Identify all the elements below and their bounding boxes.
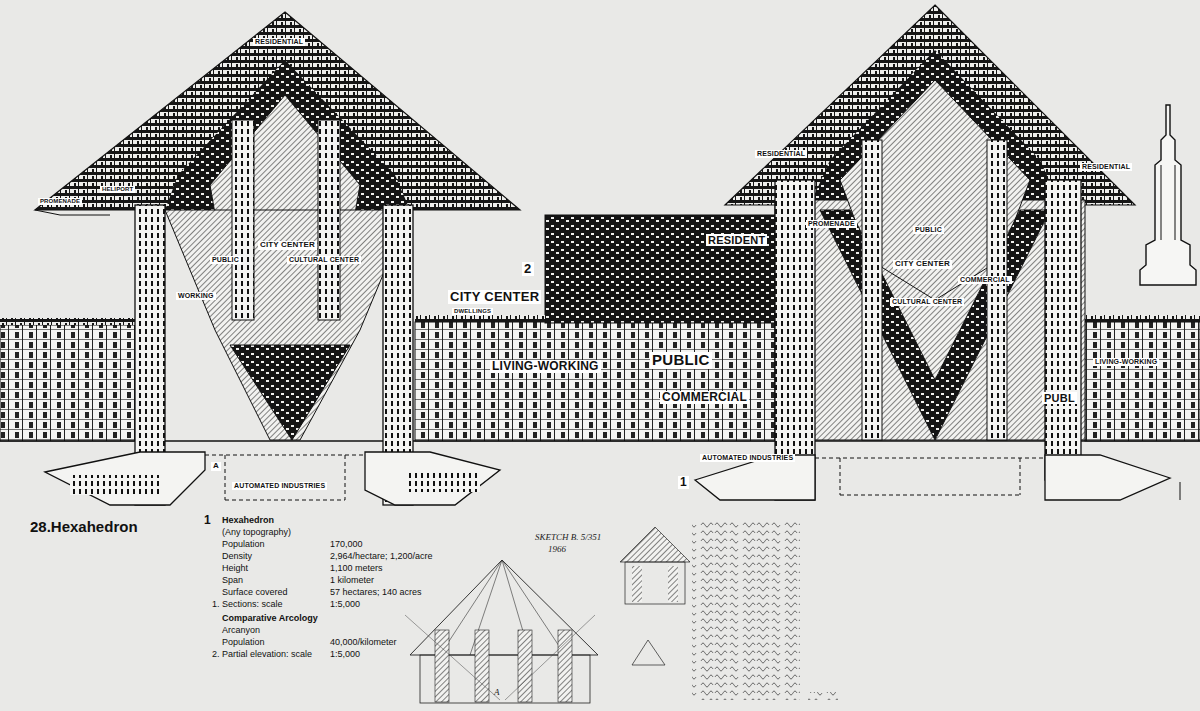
- drawing-label: RESIDENT: [706, 234, 767, 246]
- drawing-label: HELIPORT: [100, 186, 135, 193]
- sketch-small: [632, 566, 642, 602]
- drawing-label: RESIDENTIAL: [1080, 163, 1132, 171]
- core-tower: [987, 140, 1007, 440]
- drawing-label: 2: [522, 262, 534, 276]
- sketch-note: A: [494, 688, 500, 698]
- data-text: 1. Sections: scale: [212, 600, 283, 610]
- elevation-band: [0, 325, 135, 441]
- elevation-roof: [0, 318, 135, 325]
- data-text: 1 kilometer: [330, 576, 374, 586]
- data-heading: 1: [204, 514, 211, 527]
- drawing-label: LIVING-WORKING: [1093, 358, 1159, 366]
- sketch-small: [625, 562, 685, 604]
- v-structure: [820, 210, 1050, 440]
- sketch-note: SKETCH B. 5/351: [535, 533, 601, 543]
- drawing-label: RESIDENTIAL: [755, 150, 807, 158]
- inverted-cone-core: [230, 345, 350, 440]
- sketch-column: [558, 630, 572, 702]
- drawing-label: CITY CENTER: [258, 241, 317, 250]
- data-text: Population: [222, 540, 265, 550]
- promenade-edge: [35, 210, 110, 215]
- sketch-note: 1966: [548, 545, 566, 555]
- sketch-column: [518, 630, 532, 702]
- inverted-cone: [165, 210, 410, 440]
- drawing-label: COMMERCIAL: [958, 276, 1012, 284]
- data-text: Density: [222, 552, 252, 562]
- handwritten-notes: [692, 520, 800, 700]
- drawing-label: PUBLIC: [650, 352, 712, 369]
- drawing-label: PROMENADE: [806, 220, 857, 228]
- data-text: (Any topography): [222, 528, 291, 538]
- figure-title: 28.Hexahedron: [30, 518, 138, 535]
- pillar-foot: [695, 455, 815, 500]
- support-pillar: [775, 180, 815, 500]
- drawing-label: PUBLIC: [913, 226, 944, 234]
- data-text: Population: [222, 638, 265, 648]
- elevation-band: [415, 322, 775, 441]
- tick-mark: [1180, 482, 1181, 500]
- handwritten-notes: [808, 692, 838, 700]
- elevation-roof: [415, 315, 545, 322]
- core-tower: [862, 140, 882, 440]
- scale-building: [1140, 105, 1196, 285]
- elevation-block: [545, 215, 775, 323]
- pillar-foot: [365, 452, 500, 505]
- data-text: Surface covered: [222, 588, 288, 598]
- pillar-foot: [1045, 455, 1170, 500]
- drawing-label: PROMENADE: [38, 198, 82, 205]
- drawing-label: AUTOMATED INDUSTRIES: [232, 482, 327, 490]
- data-text: 1:5,000: [330, 600, 360, 610]
- drawing-label: COMMERCIAL: [660, 391, 749, 404]
- scale-building-detail: [1161, 165, 1175, 240]
- data-text: 1,100 meters: [330, 564, 383, 574]
- drawing-label: 1: [678, 476, 689, 489]
- drawing-label: CITY CENTER: [893, 260, 952, 269]
- data-heading: Comparative Arcology: [222, 614, 318, 624]
- drawing-label: AUTOMATED INDUSTRIES: [700, 454, 795, 462]
- data-text: Span: [222, 576, 243, 586]
- pillar-foot: [45, 452, 205, 505]
- drawing-label: DWELLINGS: [452, 308, 493, 315]
- drawing-label: LIVING-WORKING: [490, 360, 601, 373]
- sketch-lines: [405, 615, 595, 700]
- data-text: 2. Partial elevation: scale: [212, 650, 312, 660]
- drawing-label: PUBL: [1042, 392, 1077, 404]
- data-heading: Hexahedron: [222, 516, 274, 526]
- drawing-label: RESIDENTIAL: [253, 38, 305, 46]
- sketch-small: [668, 566, 678, 602]
- drawing-label: PUBLIC: [210, 256, 241, 264]
- data-text: 2,964/hectare; 1,200/acre: [330, 552, 433, 562]
- underground-outline: [205, 455, 365, 500]
- drawing-label: CITY CENTER: [448, 290, 541, 304]
- underground-outline: [815, 458, 1045, 495]
- foot-detail: [70, 475, 160, 495]
- sketch-column: [475, 630, 489, 702]
- data-text: 1:5,000: [330, 650, 360, 660]
- data-text: 57 hectares; 140 acres: [330, 588, 422, 598]
- support-pillar: [1045, 180, 1081, 480]
- sketch-small: [620, 527, 690, 562]
- foot-detail: [405, 472, 480, 492]
- drawing-label: A: [211, 462, 221, 471]
- data-text: Height: [222, 564, 248, 574]
- drawing-label: CULTURAL CENTER: [287, 256, 361, 264]
- data-text: 170,000: [330, 540, 363, 550]
- core-tower: [318, 120, 340, 320]
- sketch-column: [435, 630, 449, 702]
- data-text: 40,000/kilometer: [330, 638, 397, 648]
- data-text: Arcanyon: [222, 626, 260, 636]
- sketch-lines: [440, 560, 565, 655]
- core-tower: [232, 120, 254, 320]
- elevation-band: [1085, 322, 1200, 441]
- drawing-label: WORKING: [176, 292, 216, 300]
- elevation-roof: [1085, 315, 1200, 322]
- sketch-small: [632, 640, 665, 665]
- drawing-label: CULTURAL CENTER: [890, 298, 964, 306]
